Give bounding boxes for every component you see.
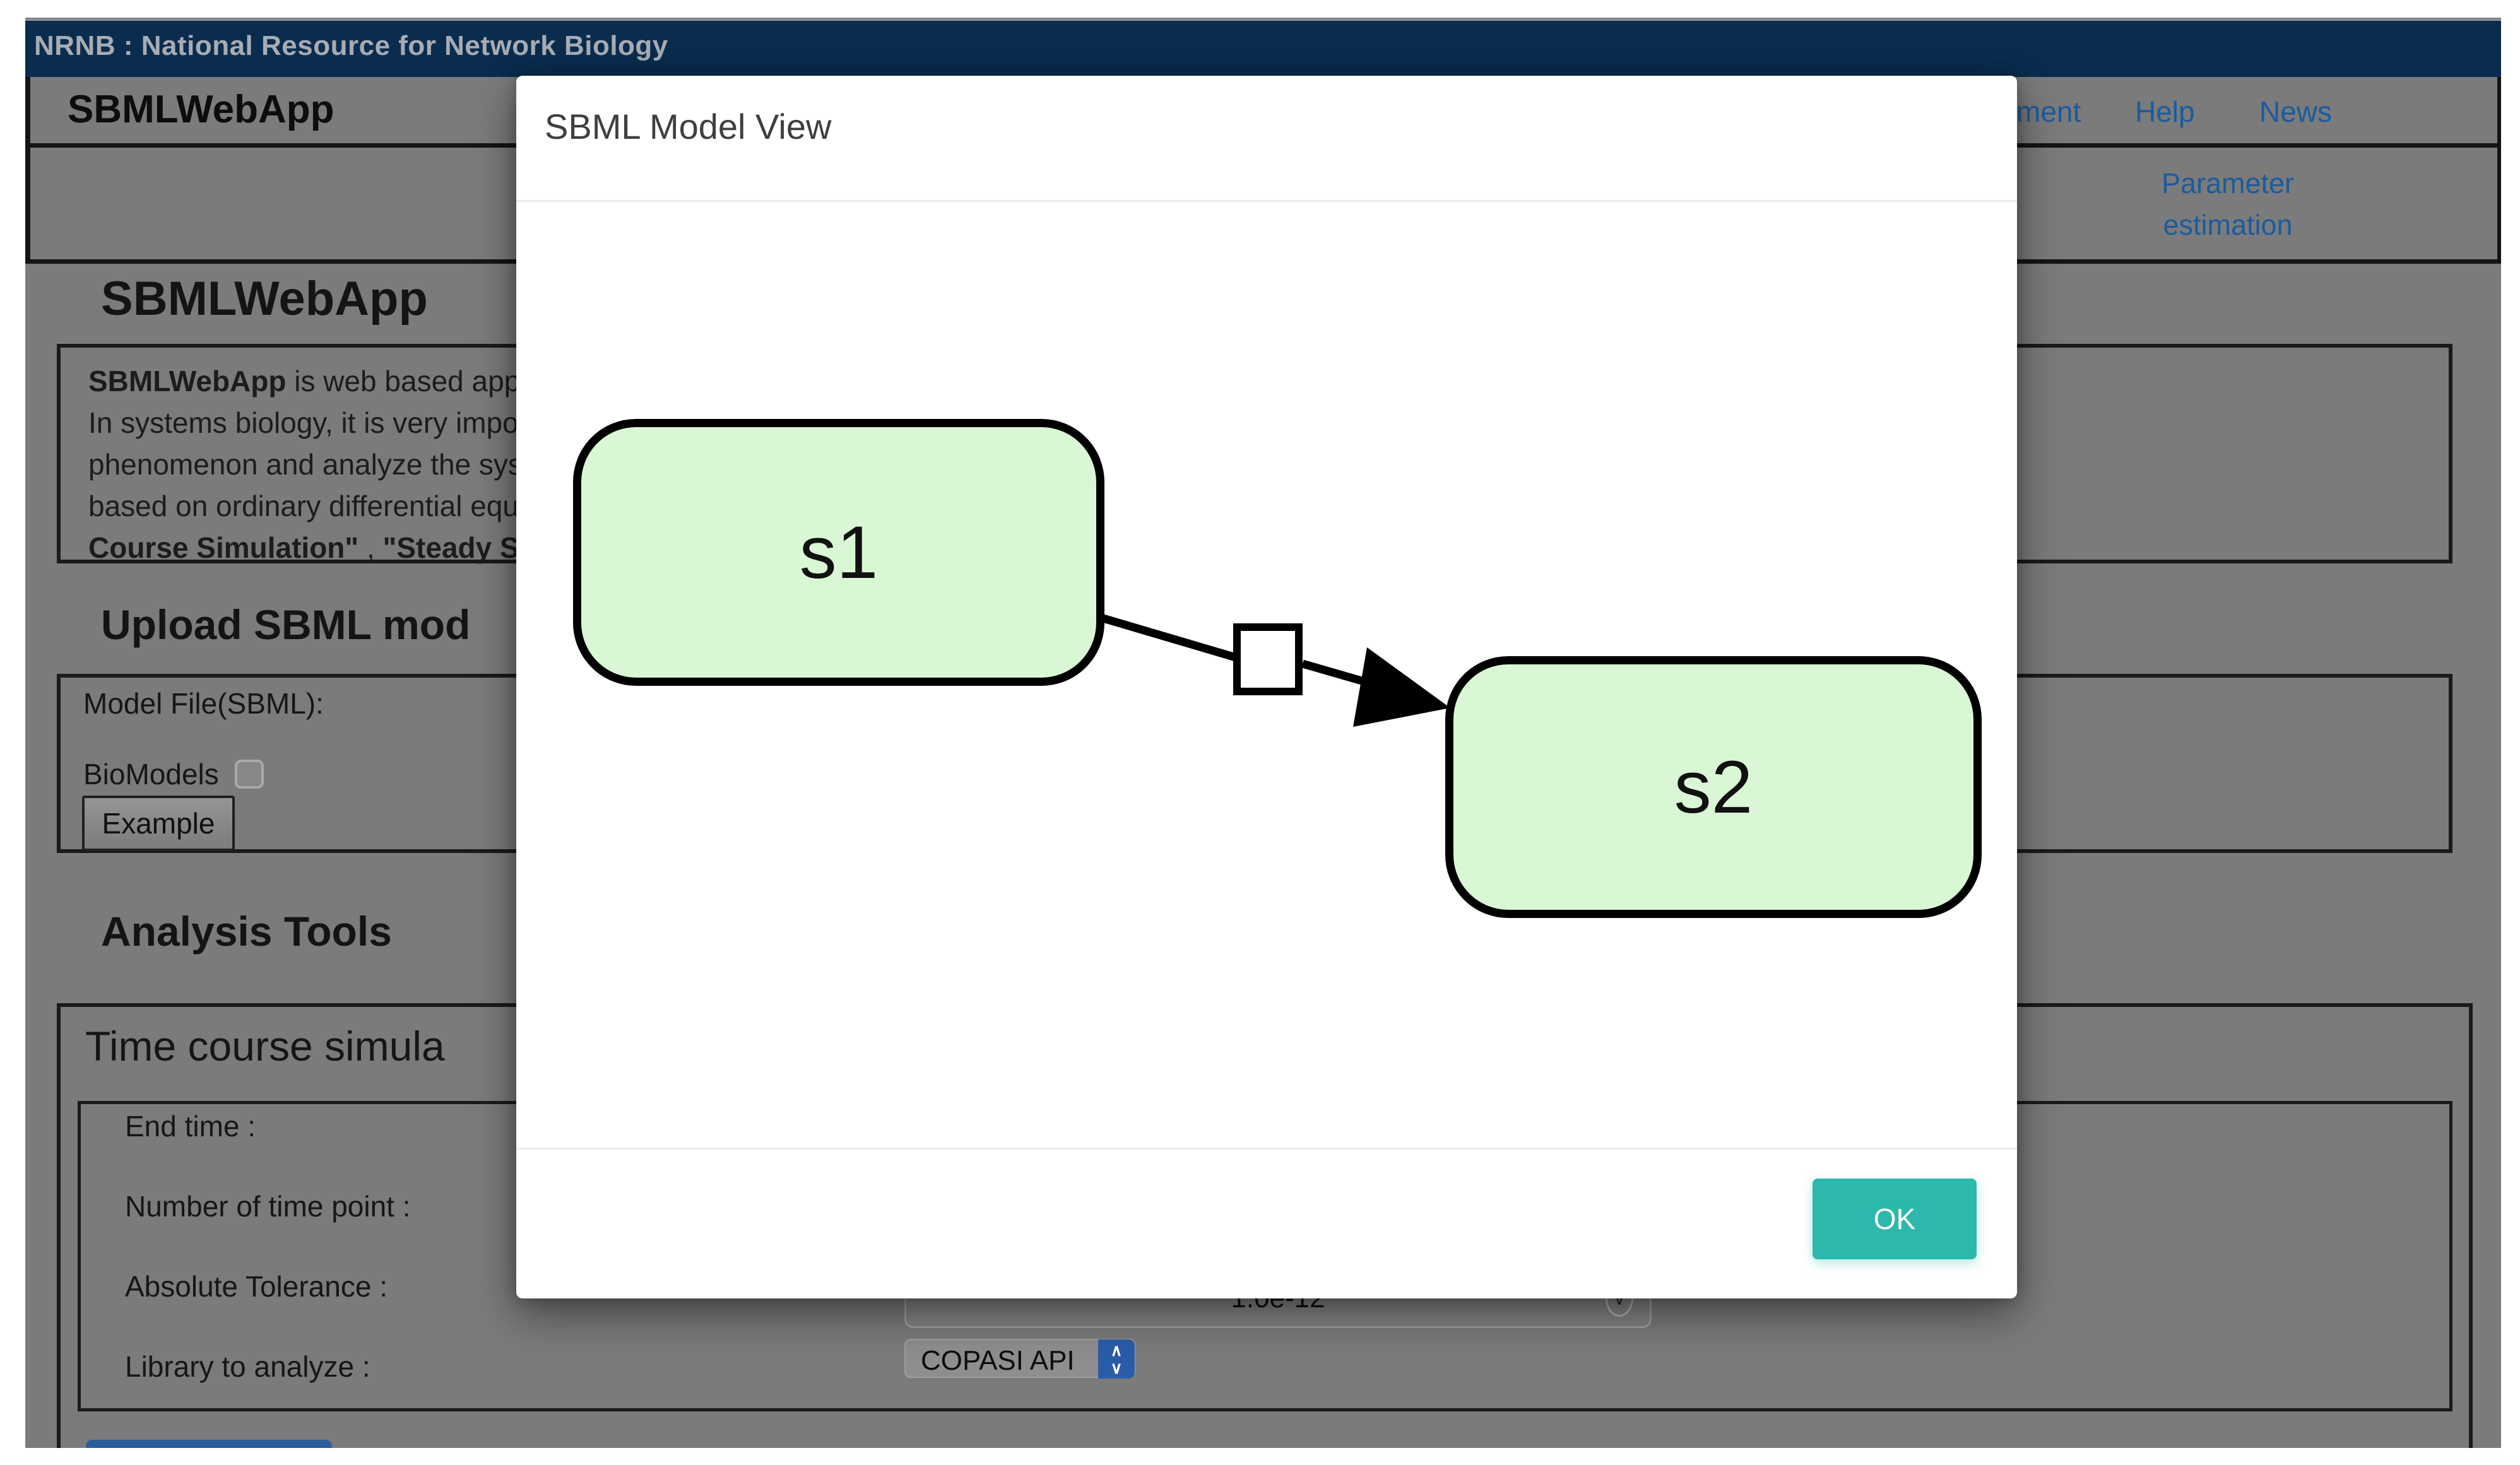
sbml-model-view-dialog: SBML Model View s1 s2 OK [516, 76, 2017, 1298]
nav-item-help[interactable]: Help [2135, 95, 2195, 128]
nav-item-parameter-estimation[interactable]: Parameter estimation [2161, 167, 2295, 241]
dialog-title: SBML Model View [545, 107, 832, 146]
species-label: s1 [799, 510, 878, 594]
library-label: Library to analyze : [125, 1350, 370, 1383]
description-line-4: based on ordinary differential equat [88, 490, 543, 522]
header-rows-frame [25, 77, 2501, 264]
browser-viewport: NRNB : National Resource for Network Bio… [25, 18, 2501, 1448]
biomodels-label: BioModels [83, 758, 219, 791]
analysis-tools-heading: Analysis Tools [101, 908, 392, 955]
description-line-3: phenomenon and analyze the syste [88, 448, 547, 481]
absolute-tolerance-label: Absolute Tolerance : [125, 1270, 387, 1303]
upload-heading: Upload SBML mod [101, 601, 471, 648]
reaction-node [1233, 623, 1303, 695]
biomodels-checkbox[interactable] [235, 760, 264, 789]
page-title: SBMLWebApp [101, 272, 428, 326]
species-label: s2 [1674, 745, 1753, 829]
nav-item-news[interactable]: News [2259, 95, 2333, 128]
select-stepper-icon: ∧ ∨ [1098, 1339, 1135, 1379]
site-title: NRNB : National Resource for Network Bio… [34, 30, 668, 61]
run-simulation-button[interactable] [86, 1440, 332, 1448]
app-brand: SBMLWebApp [68, 88, 334, 131]
end-time-label: End time : [125, 1110, 256, 1143]
num-time-point-label: Number of time point : [125, 1190, 411, 1223]
species-node-s2: s2 [1445, 656, 1982, 918]
dimmed-page: NRNB : National Resource for Network Bio… [25, 18, 2501, 1448]
top-title-bar [25, 19, 2501, 77]
library-value: COPASI API [921, 1345, 1075, 1376]
example-button[interactable]: Example [82, 796, 235, 851]
dialog-footer-divider [516, 1148, 2017, 1150]
species-node-s1: s1 [573, 419, 1104, 686]
dialog-header-divider [516, 200, 2017, 202]
time-course-heading: Time course simula [85, 1023, 445, 1069]
ok-button[interactable]: OK [1813, 1179, 1977, 1259]
model-file-label: Model File(SBML): [83, 687, 324, 720]
library-select[interactable]: COPASI API ∧ ∨ [904, 1339, 1135, 1379]
description-line-2: In systems biology, it is very import [88, 406, 536, 439]
nav-item-truncated[interactable]: ment [2016, 95, 2081, 128]
description-line-5: Course Simulation" , "Steady State [88, 531, 571, 564]
